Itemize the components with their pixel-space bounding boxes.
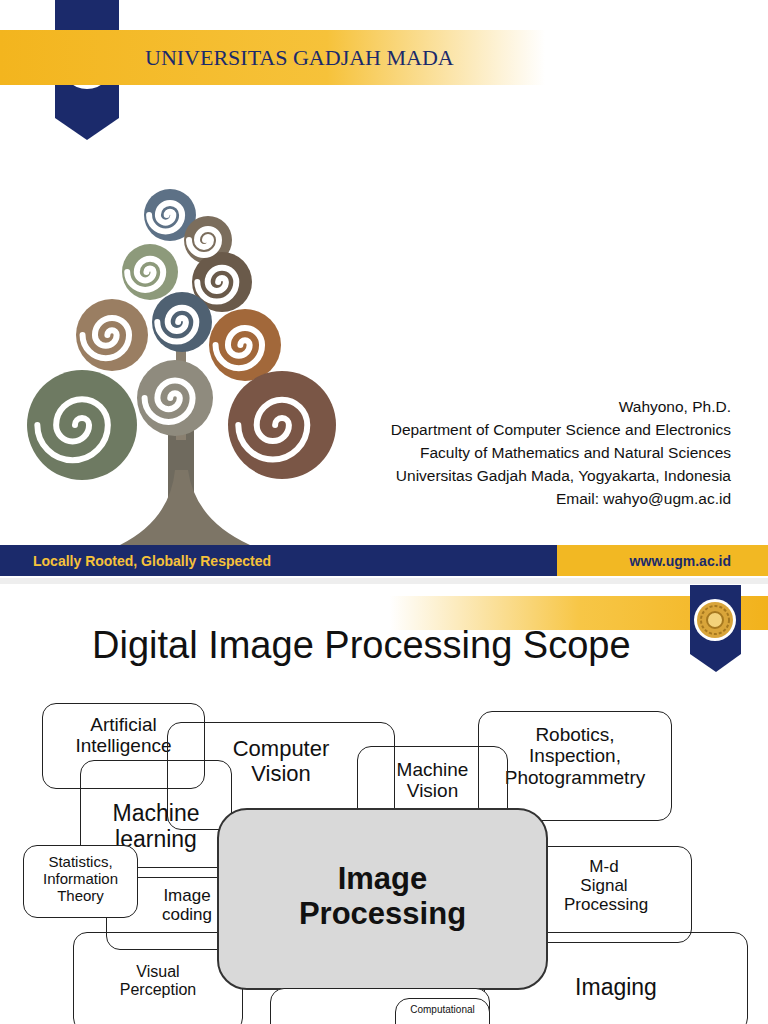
photo-circles (27, 189, 336, 480)
author-block: Wahyono, Ph.D.Department of Computer Sci… (391, 395, 731, 510)
photo-circle (27, 370, 137, 480)
author-line: Faculty of Mathematics and Natural Scien… (391, 441, 731, 464)
scope-box: Artificial Intelligence (42, 703, 205, 789)
author-line: Universitas Gadjah Mada, Yogyakarta, Ind… (391, 464, 731, 487)
roots (120, 470, 250, 545)
node-text: Locally Rooted, Globally Respected (33, 553, 271, 569)
logo-center (707, 612, 723, 628)
node-text: Imaging (575, 975, 657, 1001)
spiral (189, 229, 219, 255)
node-text: Robotics, Inspection, Photogrammetry (500, 724, 650, 788)
spiral (238, 400, 307, 460)
node-text: Artificial Intelligence (54, 714, 194, 757)
spiral (37, 399, 108, 460)
scope-box: Image Processing (217, 808, 548, 990)
slide-title: Digital Image Processing Scope (92, 624, 631, 667)
node-text: Image coding (152, 886, 222, 924)
node-text: UNIVERSITAS GADJAH MADA (145, 45, 454, 71)
node-text: Visual Perception (108, 963, 208, 999)
photo-circle (228, 371, 336, 479)
photo-circle (152, 292, 212, 352)
ugm-pennant (690, 585, 741, 672)
slide-gap (0, 578, 768, 584)
node-text: www.ugm.ac.id (630, 553, 731, 569)
author-line: Email: wahyo@ugm.ac.id (391, 487, 731, 510)
spiral (145, 380, 193, 422)
spiral (127, 259, 163, 290)
node-text: Computer Vision (211, 737, 351, 786)
white-spirals (37, 203, 307, 460)
author-line: Department of Computer Science and Elect… (391, 418, 731, 441)
footer-band: Locally Rooted, Globally Respected (0, 545, 557, 576)
pennant (690, 585, 741, 672)
node-text: Machine Vision (383, 759, 483, 802)
scope-box: Computational (395, 998, 490, 1024)
scope-box: Statistics, Information Theory (23, 845, 138, 918)
logo-emblem (697, 602, 733, 638)
photo-circle (137, 360, 213, 436)
logo-ring (694, 599, 736, 641)
spiral (83, 318, 130, 358)
node-text: Statistics, Information Theory (31, 854, 131, 904)
photo-circle (122, 244, 178, 300)
photo-circle (209, 309, 281, 381)
spiral (216, 328, 262, 368)
photo-circle (76, 299, 148, 371)
spiral (197, 268, 236, 302)
spiral (149, 203, 182, 232)
author-line: Wahyono, Ph.D. (391, 395, 731, 418)
node-text: M-d Signal Processing (564, 857, 644, 914)
footer-band: www.ugm.ac.id (557, 545, 768, 576)
spiral (157, 308, 196, 342)
node-text: Image Processing (283, 862, 483, 931)
node-text: Computational (410, 1004, 474, 1015)
header-band: UNIVERSITAS GADJAH MADA (0, 30, 545, 85)
logo-petals (701, 606, 729, 634)
